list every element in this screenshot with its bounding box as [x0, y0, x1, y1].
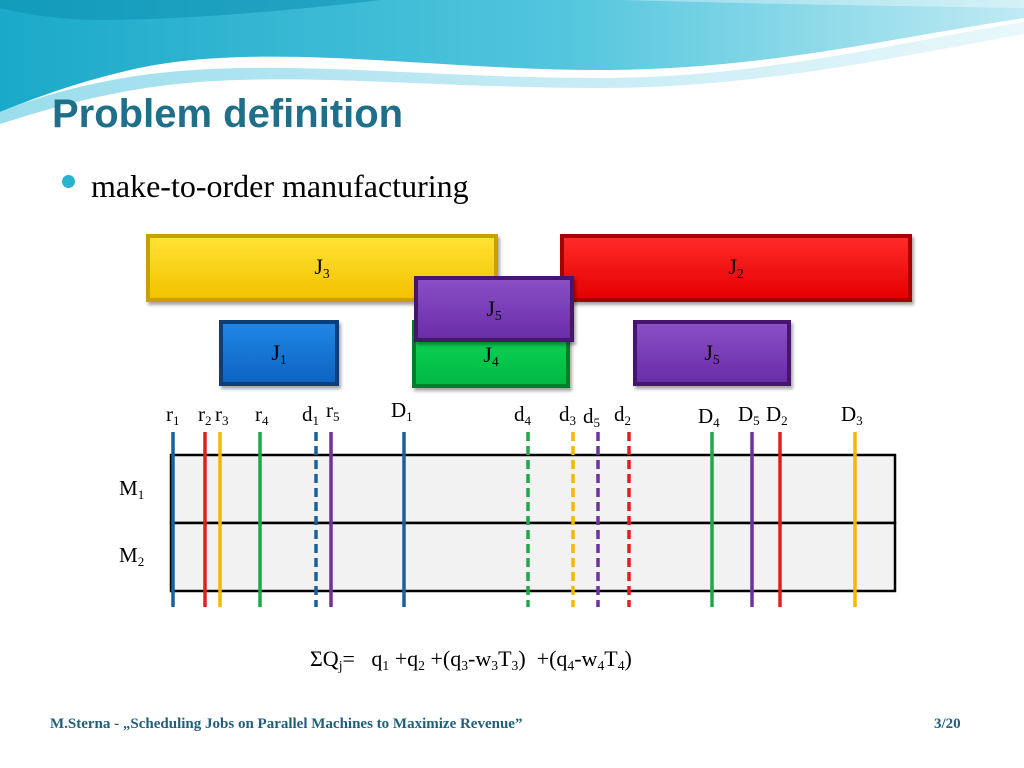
slide-title: Problem definition — [52, 92, 404, 136]
bullet-dot-icon — [62, 175, 75, 189]
job-j5-top: J5 — [414, 276, 574, 342]
machine-label-m1: M1 — [119, 476, 145, 502]
marker-label-d4: d4 — [514, 402, 532, 428]
marker-label-r2: r2 — [198, 402, 212, 428]
job-label: J2 — [728, 254, 744, 282]
job-label: J3 — [314, 254, 330, 282]
job-label: J1 — [271, 340, 287, 368]
machine-lane-m1 — [169, 453, 897, 525]
job-label: J5 — [486, 296, 502, 324]
marker-label-D1: D1 — [391, 398, 413, 424]
marker-label-d5: d5 — [583, 404, 601, 430]
revenue-formula: ΣQj= q1 +q2 +(q3-w3T3) +(q4-w4T4) — [310, 646, 632, 674]
marker-label-D3: D3 — [841, 402, 863, 428]
header-wave-decoration — [0, 0, 1024, 124]
footer-page-number: 3/20 — [934, 716, 961, 732]
marker-label-d3: d3 — [559, 402, 577, 428]
marker-label-d2: d2 — [614, 402, 632, 428]
footer-citation: M.Sterna - „Scheduling Jobs on Parallel … — [50, 716, 523, 732]
marker-label-r5: r5 — [326, 398, 340, 424]
marker-label-D2: D2 — [766, 402, 788, 428]
marker-label-r3: r3 — [215, 402, 229, 428]
marker-label-r4: r4 — [255, 402, 269, 428]
event-lines — [171, 432, 857, 607]
marker-label-d1: d1 — [302, 402, 320, 428]
job-label: J5 — [704, 340, 720, 368]
marker-label-r1: r1 — [166, 402, 180, 428]
job-j1: J1 — [219, 320, 339, 386]
job-j2: J2 — [560, 234, 912, 302]
marker-label-D5: D5 — [738, 402, 760, 428]
machine-lane-m2 — [169, 521, 897, 593]
job-j5-bottom: J5 — [633, 320, 791, 386]
job-label: J4 — [483, 342, 499, 370]
machine-label-m2: M2 — [119, 543, 145, 569]
bullet-item: make-to-order manufacturing — [62, 168, 469, 205]
bullet-text: make-to-order manufacturing — [91, 168, 469, 204]
marker-label-D4: D4 — [698, 404, 720, 430]
